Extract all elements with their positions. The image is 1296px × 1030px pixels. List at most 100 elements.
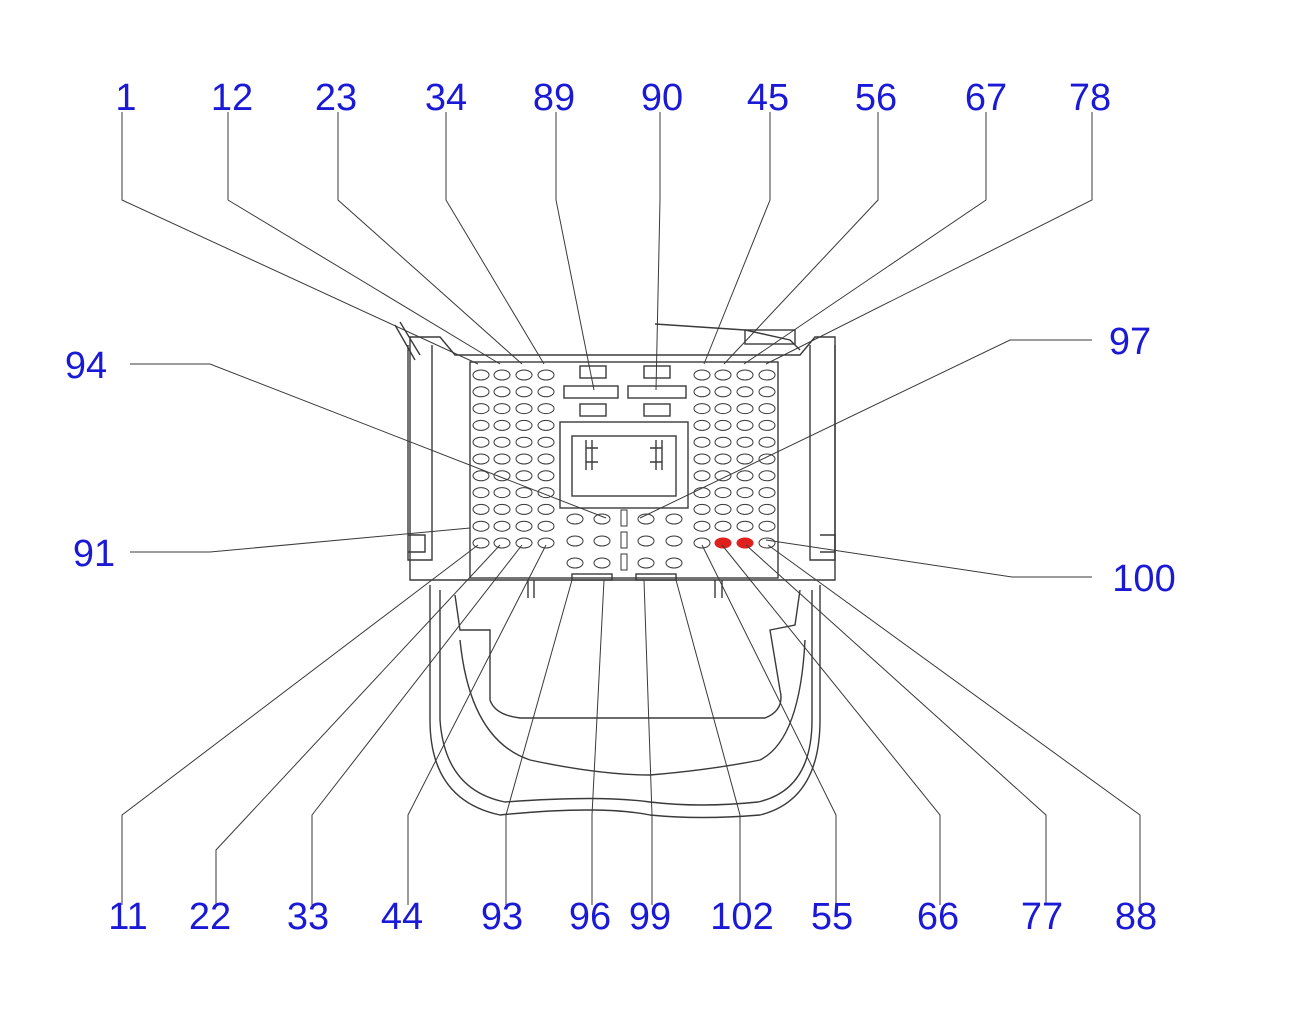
pin-cavity	[736, 419, 754, 431]
pin-cavity	[593, 557, 611, 569]
pin-cavity	[537, 503, 555, 515]
pin-cavity	[537, 470, 555, 482]
pin-cavity	[472, 520, 490, 532]
leader-56	[723, 112, 879, 365]
lever-handle	[429, 585, 821, 819]
leader-96	[591, 579, 605, 905]
pin-cavity	[537, 436, 555, 448]
pin-cavity	[515, 470, 533, 482]
pin-cavity	[714, 470, 732, 482]
pin-cavity	[537, 386, 555, 398]
pin-cavity	[758, 436, 776, 448]
center-clip-right	[650, 440, 663, 470]
pin-label-left-upper: 94	[65, 345, 107, 387]
pin-cavity	[736, 520, 754, 532]
pin-cavity	[566, 513, 584, 525]
pin-label-bottom: 22	[189, 896, 231, 938]
pin-label-top: 12	[211, 77, 253, 119]
pin-cavity	[515, 386, 533, 398]
slot-wide-right	[627, 385, 687, 399]
leader-97	[639, 339, 1092, 519]
leader-lines	[121, 112, 1141, 905]
pin-cavity	[758, 487, 776, 499]
pin-cavity	[637, 535, 655, 547]
leader-1	[121, 112, 479, 365]
pin-cavity	[515, 503, 533, 515]
pin-cavity	[493, 369, 511, 381]
pin-cavity	[493, 386, 511, 398]
pin-cavity	[472, 487, 490, 499]
pin-cavity	[472, 386, 490, 398]
pin-cavity	[472, 436, 490, 448]
leader-99	[643, 579, 653, 905]
pin-cavity	[714, 520, 732, 532]
bottom-posts	[527, 580, 723, 598]
pin-label-bottom: 44	[381, 896, 423, 938]
pin-cavity	[537, 369, 555, 381]
pin-cavity	[693, 403, 711, 415]
pin-cavity	[736, 503, 754, 515]
pin-cavity	[566, 557, 584, 569]
pin-cavity	[736, 487, 754, 499]
pin-cavity	[493, 537, 511, 549]
slot-top-right	[643, 365, 671, 379]
leader-89	[555, 112, 595, 391]
pin-cavity	[537, 453, 555, 465]
pin-cavity	[758, 403, 776, 415]
pin-cavity	[493, 487, 511, 499]
pin-cavity	[537, 487, 555, 499]
pin-cavity	[714, 503, 732, 515]
pin-label-left-lower: 91	[73, 533, 115, 575]
pin-cavity	[493, 419, 511, 431]
leader-91	[130, 527, 471, 553]
pin-label-bottom: 99	[629, 896, 671, 938]
leader-77	[745, 544, 1047, 905]
pin-label-right-upper: 97	[1109, 321, 1151, 363]
lever-middle	[439, 590, 813, 806]
cavity-array	[472, 369, 776, 571]
pin-cavity	[758, 520, 776, 532]
pin-label-top: 34	[425, 77, 467, 119]
pin-label-top: 1	[115, 77, 136, 119]
pin-cavity	[515, 403, 533, 415]
pin-label-bottom: 93	[481, 896, 523, 938]
pin-cavity	[758, 419, 776, 431]
pin-cavity	[637, 557, 655, 569]
leader-94	[130, 363, 607, 519]
pin-cavity	[736, 369, 754, 381]
leader-88	[767, 544, 1141, 905]
pin-cavity	[493, 520, 511, 532]
pin-cavity	[665, 535, 683, 547]
center-module-window	[571, 435, 677, 497]
center-module-frame	[559, 421, 689, 509]
cavity-divider	[620, 531, 628, 549]
leader-45	[703, 112, 771, 365]
lever-outer	[429, 585, 821, 819]
pin-label-bottom: 77	[1021, 896, 1063, 938]
pin-cavity	[693, 436, 711, 448]
lever-inner	[454, 589, 801, 719]
pin-cavity	[736, 386, 754, 398]
slot-top-left	[579, 365, 607, 379]
pin-cavity	[758, 537, 776, 549]
pin-cavity	[758, 503, 776, 515]
pin-cavity	[515, 487, 533, 499]
pin-cavity	[693, 470, 711, 482]
right-latch	[820, 534, 836, 553]
pin-label-right-lower: 100	[1112, 558, 1175, 600]
pin-cavity	[472, 369, 490, 381]
connector-outline	[409, 336, 836, 581]
pin-cavity	[472, 419, 490, 431]
pin-label-bottom: 88	[1115, 896, 1157, 938]
pin-cavity	[758, 386, 776, 398]
pin-cavity	[714, 403, 732, 415]
pin-label-bottom: 33	[287, 896, 329, 938]
leader-55	[701, 544, 837, 905]
cavity-divider	[620, 509, 628, 527]
pin-cavity	[515, 369, 533, 381]
leader-66	[721, 544, 941, 905]
slot-wide-left	[563, 385, 619, 399]
pin-cavity	[714, 419, 732, 431]
leader-12	[227, 112, 501, 365]
